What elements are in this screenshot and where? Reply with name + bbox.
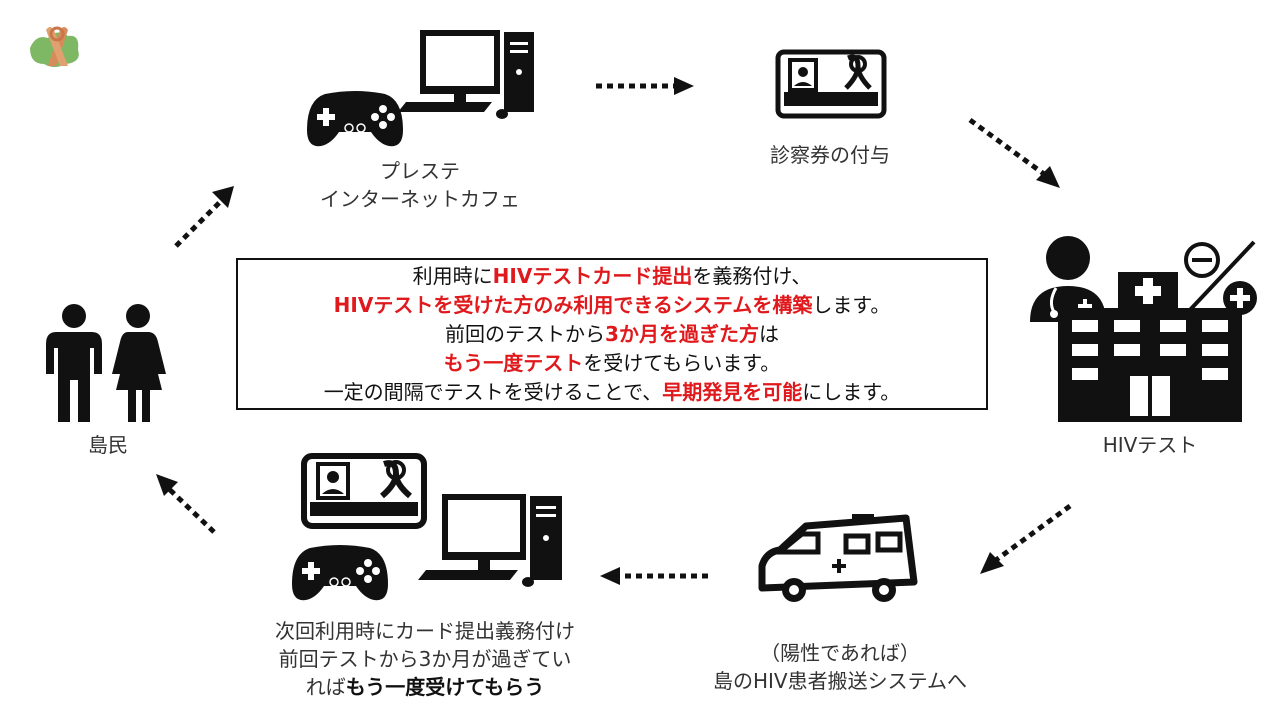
next-use-prefix: れば [305, 675, 346, 699]
policy-line-1: 利用時にHIVテストカード提出を義務付け、 [238, 262, 986, 291]
policy-emphasis: HIVテストを受けた方のみ利用できるシステムを構築 [333, 293, 813, 317]
arrow-islanders-to-game [174, 186, 234, 248]
next-use-emphasis: もう一度受けてもらう [345, 675, 545, 699]
policy-emphasis: 早期発見を可能 [662, 380, 803, 404]
policy-text: を受けてもらいます。 [583, 351, 781, 375]
gamepad-icon [307, 91, 403, 147]
policy-line-4: もう一度テストを受けてもらいます。 [238, 349, 986, 378]
transport-label-1: （陽性であれば） [760, 641, 920, 665]
minus-plus-icon [1184, 240, 1257, 315]
arrow-card-to-hiv [968, 117, 1060, 188]
arrow-game-to-card [596, 77, 694, 95]
policy-line-5: 一定の間隔でテストを受けることで、早期発見を可能にします。 [238, 378, 986, 407]
policy-emphasis: もう一度テスト [443, 351, 584, 375]
next-use-label-3: ればもう一度受けてもらう [230, 674, 620, 701]
people-icon [46, 304, 166, 422]
policy-emphasis: HIVテストカード提出 [492, 264, 693, 288]
game-label-2: インターネットカフェ [320, 187, 520, 211]
islanders-label: 島民 [88, 433, 128, 457]
desktop-pc-icon [418, 494, 562, 587]
policy-text: を義務付け、 [692, 264, 812, 288]
gamepad-icon [292, 545, 388, 601]
policy-text: します。 [812, 293, 891, 317]
transport-label-2: 島のHIV患者搬送システムへ [712, 669, 968, 693]
id-card-icon [301, 453, 427, 529]
policy-emphasis: 3か月を過ぎた方 [605, 322, 759, 346]
policy-line-3: 前回のテストから3か月を過ぎた方は [238, 320, 986, 349]
policy-text: 利用時に [412, 264, 493, 288]
arrow-hiv-to-transport [980, 503, 1072, 574]
policy-text: にします。 [802, 380, 901, 404]
doctor-icon [1030, 236, 1106, 322]
policy-text: 一定の間隔でテストを受けることで、 [323, 380, 663, 404]
ribbon-logo-icon [30, 26, 79, 67]
arrow-next-to-islanders [156, 474, 216, 534]
policy-text: 前回のテストから [445, 322, 606, 346]
policy-text: は [758, 322, 779, 346]
next-use-label-1: 次回利用時にカード提出義務付け [275, 619, 575, 643]
arrow-transport-to-next [600, 567, 708, 585]
ambulance-icon [758, 514, 918, 602]
policy-box: 利用時にHIVテストカード提出を義務付け、 HIVテストを受けた方のみ利用できる… [236, 258, 988, 410]
game-label-1: プレステ [380, 159, 460, 183]
desktop-pc-icon [398, 30, 534, 119]
hiv-label: HIVテスト [1102, 433, 1198, 457]
hospital-icon [1058, 272, 1242, 422]
id-card-icon [775, 49, 887, 119]
next-use-label-2: 前回テストから3か月が過ぎてい [278, 647, 572, 671]
card-label: 診察券の付与 [770, 143, 890, 167]
policy-line-2: HIVテストを受けた方のみ利用できるシステムを構築します。 [238, 291, 986, 320]
